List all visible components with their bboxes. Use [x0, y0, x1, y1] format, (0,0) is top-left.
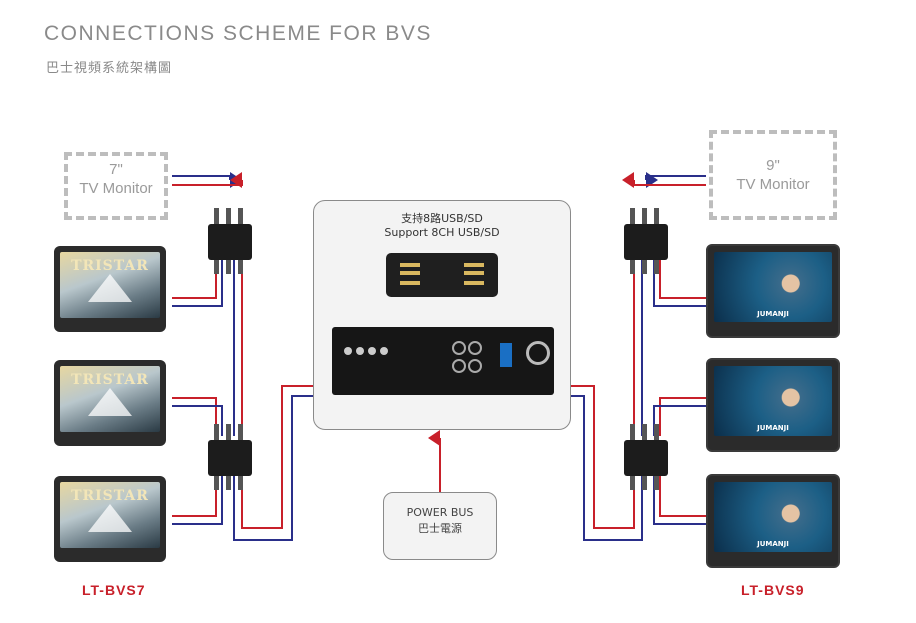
- left-model-label: LT-BVS7: [82, 582, 146, 598]
- right-monitor-3: JUMANJI: [706, 474, 840, 568]
- central-dvr-hub: 支持8路USB/SD Support 8CH USB/SD: [313, 200, 571, 430]
- right-wire-blue-m1: [653, 260, 706, 307]
- right-placeholder-label: TV Monitor: [736, 176, 810, 193]
- right-wire-red-m3: [659, 476, 706, 517]
- right-wire-blue-m3: [653, 476, 706, 525]
- power-label-en: POWER BUS: [406, 506, 474, 519]
- right-wire-red-m1: [659, 260, 706, 299]
- hub-label-en: Support 8CH USB/SD: [384, 226, 500, 239]
- right-monitor-1: JUMANJI: [706, 244, 840, 338]
- left-monitor-1: TRISTAR: [54, 246, 166, 332]
- left-wire-blue-top: [172, 172, 242, 188]
- diagram-title: CONNECTIONS SCHEME FOR BVS: [44, 22, 432, 45]
- power-label-cn: 巴士電源: [418, 522, 462, 535]
- left-wire-blue-m1: [172, 260, 223, 307]
- left-monitor-2: TRISTAR: [54, 360, 166, 446]
- left-placeholder-label: TV Monitor: [79, 180, 153, 197]
- left-feed-red: [241, 385, 316, 529]
- power-bus-box: POWER BUS 巴士電源: [383, 492, 497, 560]
- left-wire-red-top: [172, 172, 243, 188]
- left-splitter-top: [208, 208, 252, 274]
- dvr-box: [332, 327, 554, 395]
- right-wire-red-m2: [659, 397, 706, 436]
- right-feed-blue: [570, 395, 643, 541]
- right-wire-blue-m2: [653, 405, 706, 436]
- left-placeholder-monitor: 7" TV Monitor: [64, 152, 168, 220]
- left-monitor-3-brand: TRISTAR: [71, 488, 149, 504]
- left-monitor-2-brand: TRISTAR: [71, 372, 149, 388]
- left-splitter-bottom: [208, 424, 252, 490]
- left-feed-blue: [233, 395, 316, 541]
- left-monitor-3: TRISTAR: [54, 476, 166, 562]
- left-wire-blue-m3: [172, 476, 223, 525]
- hub-label-cn: 支持8路USB/SD: [401, 212, 483, 225]
- left-wire-red-m1: [172, 260, 217, 299]
- left-wire-blue-m2: [172, 405, 223, 436]
- right-feed-red: [570, 385, 635, 529]
- left-wire-red-m3: [172, 476, 217, 517]
- right-placeholder-size: 9": [766, 157, 780, 174]
- right-wire-blue-top: [645, 172, 706, 188]
- left-placeholder-size: 7": [109, 161, 123, 178]
- right-splitter-bottom: [624, 424, 668, 490]
- left-wire-red-m2: [172, 397, 217, 436]
- right-placeholder-monitor: 9" TV Monitor: [709, 130, 837, 220]
- right-monitor-1-logo: JUMANJI: [757, 310, 789, 318]
- left-monitor-1-brand: TRISTAR: [71, 258, 149, 274]
- diagram-subtitle: 巴士視頻系統架構圖: [46, 61, 173, 76]
- right-wire-red-top: [622, 172, 706, 188]
- right-monitor-2-logo: JUMANJI: [757, 424, 789, 432]
- right-monitor-2: JUMANJI: [706, 358, 840, 452]
- right-monitor-3-logo: JUMANJI: [757, 540, 789, 548]
- right-splitter-top: [624, 208, 668, 274]
- right-model-label: LT-BVS9: [741, 582, 805, 598]
- usb-sd-panel: [386, 253, 498, 297]
